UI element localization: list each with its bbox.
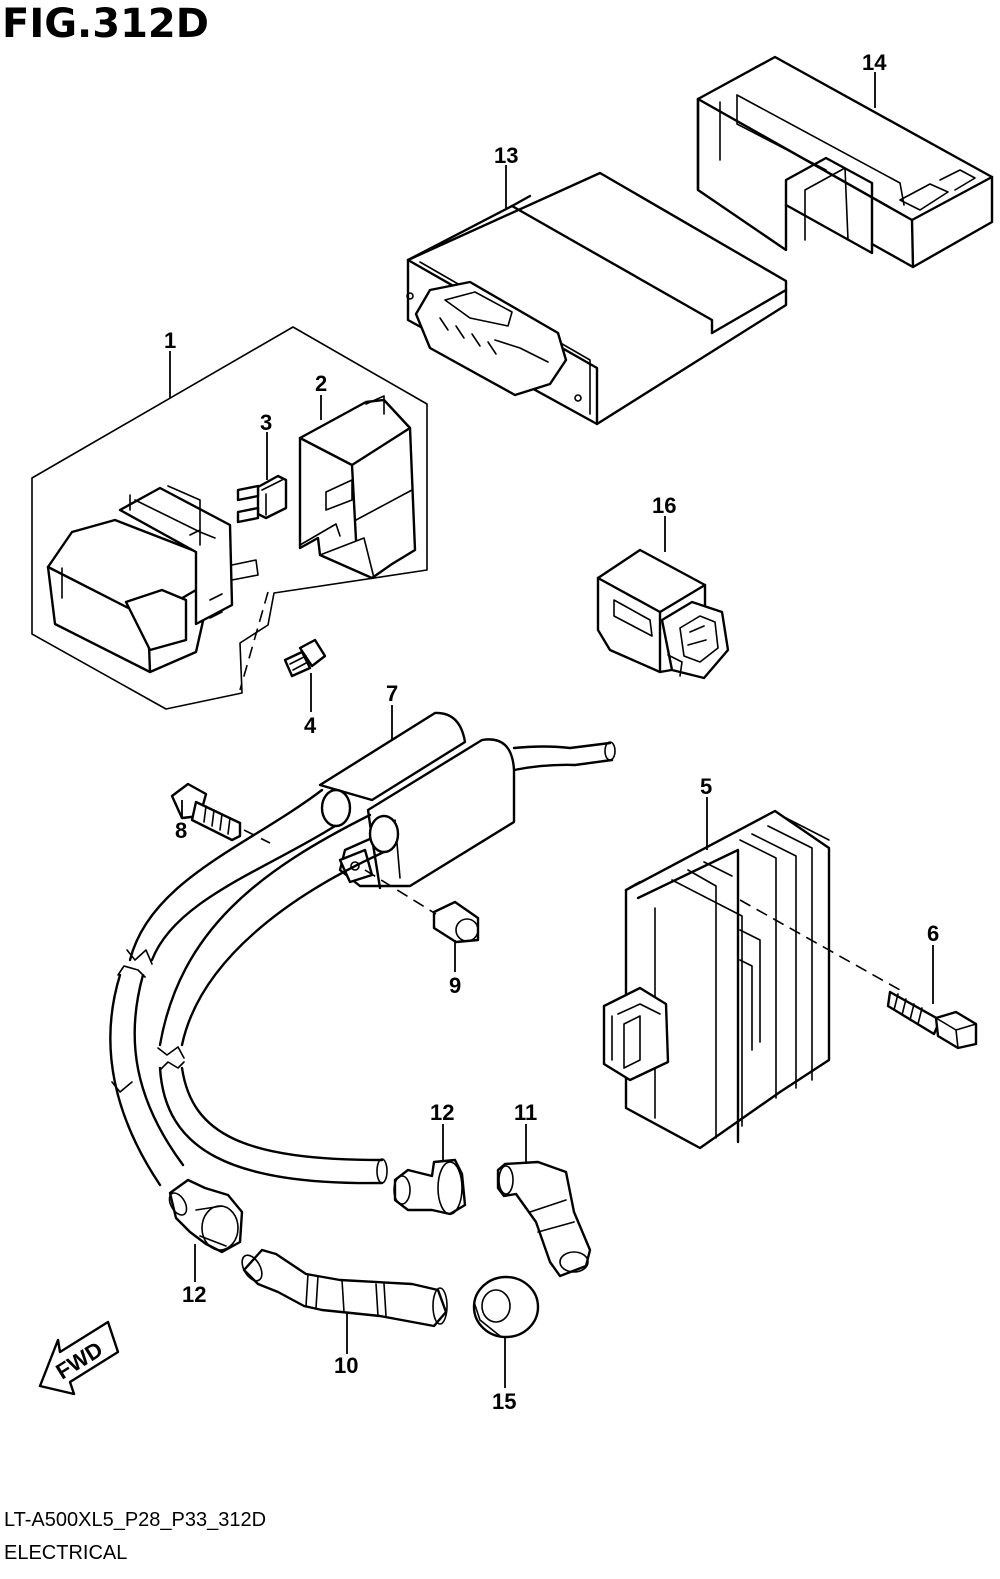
model-code: LT-A500XL5_P28_P33_312D — [4, 1509, 267, 1531]
fwd-arrow-icon: FWD — [38, 1320, 120, 1396]
callout-numbers: 14 13 1 2 3 4 16 7 5 6 8 9 12 11 12 10 1… — [164, 50, 939, 1414]
part-2-relay-cover[interactable] — [298, 395, 417, 580]
callout-14: 13 — [494, 143, 518, 168]
ht-lead-outer — [109, 788, 337, 1187]
callout-3: 3 — [260, 410, 272, 435]
callout-12-lower: 12 — [182, 1282, 206, 1307]
part-12-cap-lower[interactable] — [166, 1178, 244, 1254]
section-name: ELECTRICAL — [4, 1542, 128, 1564]
part-14-ecm[interactable] — [406, 171, 788, 426]
part-16-connector[interactable] — [596, 548, 730, 680]
part-12-cap-upper[interactable] — [393, 1158, 467, 1216]
part-13-washer[interactable] — [472, 1275, 540, 1339]
part-15-cover[interactable] — [696, 55, 994, 269]
callout-4: 4 — [304, 713, 317, 738]
callout-2: 2 — [315, 371, 327, 396]
part-5-regulator[interactable] — [602, 809, 901, 1150]
callout-15: 14 — [862, 50, 887, 75]
callout-9: 9 — [449, 973, 461, 998]
part-3-fuse[interactable] — [236, 474, 288, 524]
callout-6: 6 — [927, 921, 939, 946]
starter-relay[interactable] — [46, 485, 259, 674]
ht-lead-inner — [157, 813, 388, 1185]
part-1-relay-box — [31, 326, 428, 710]
callout-7: 7 — [386, 681, 398, 706]
callout-5: 5 — [700, 774, 712, 799]
callout-13: 15 — [492, 1389, 516, 1414]
callout-16: 16 — [652, 493, 676, 518]
part-10-plug-cap[interactable] — [238, 1248, 448, 1328]
figure-title: FIG.312D — [2, 1, 209, 47]
part-11-plug-cap[interactable] — [496, 1160, 592, 1278]
part-9-collar[interactable] — [364, 869, 480, 944]
callout-11: 11 — [514, 1100, 537, 1125]
callout-8: 8 — [175, 818, 187, 843]
part-4-bolt[interactable] — [239, 591, 327, 691]
part-6-bolt[interactable] — [886, 990, 978, 1050]
callout-12-upper: 12 — [430, 1100, 454, 1125]
callout-10: 10 — [334, 1353, 358, 1378]
callout-1: 1 — [164, 328, 176, 353]
leader-lines — [169, 72, 934, 1388]
part-8-bolt[interactable] — [170, 782, 271, 844]
